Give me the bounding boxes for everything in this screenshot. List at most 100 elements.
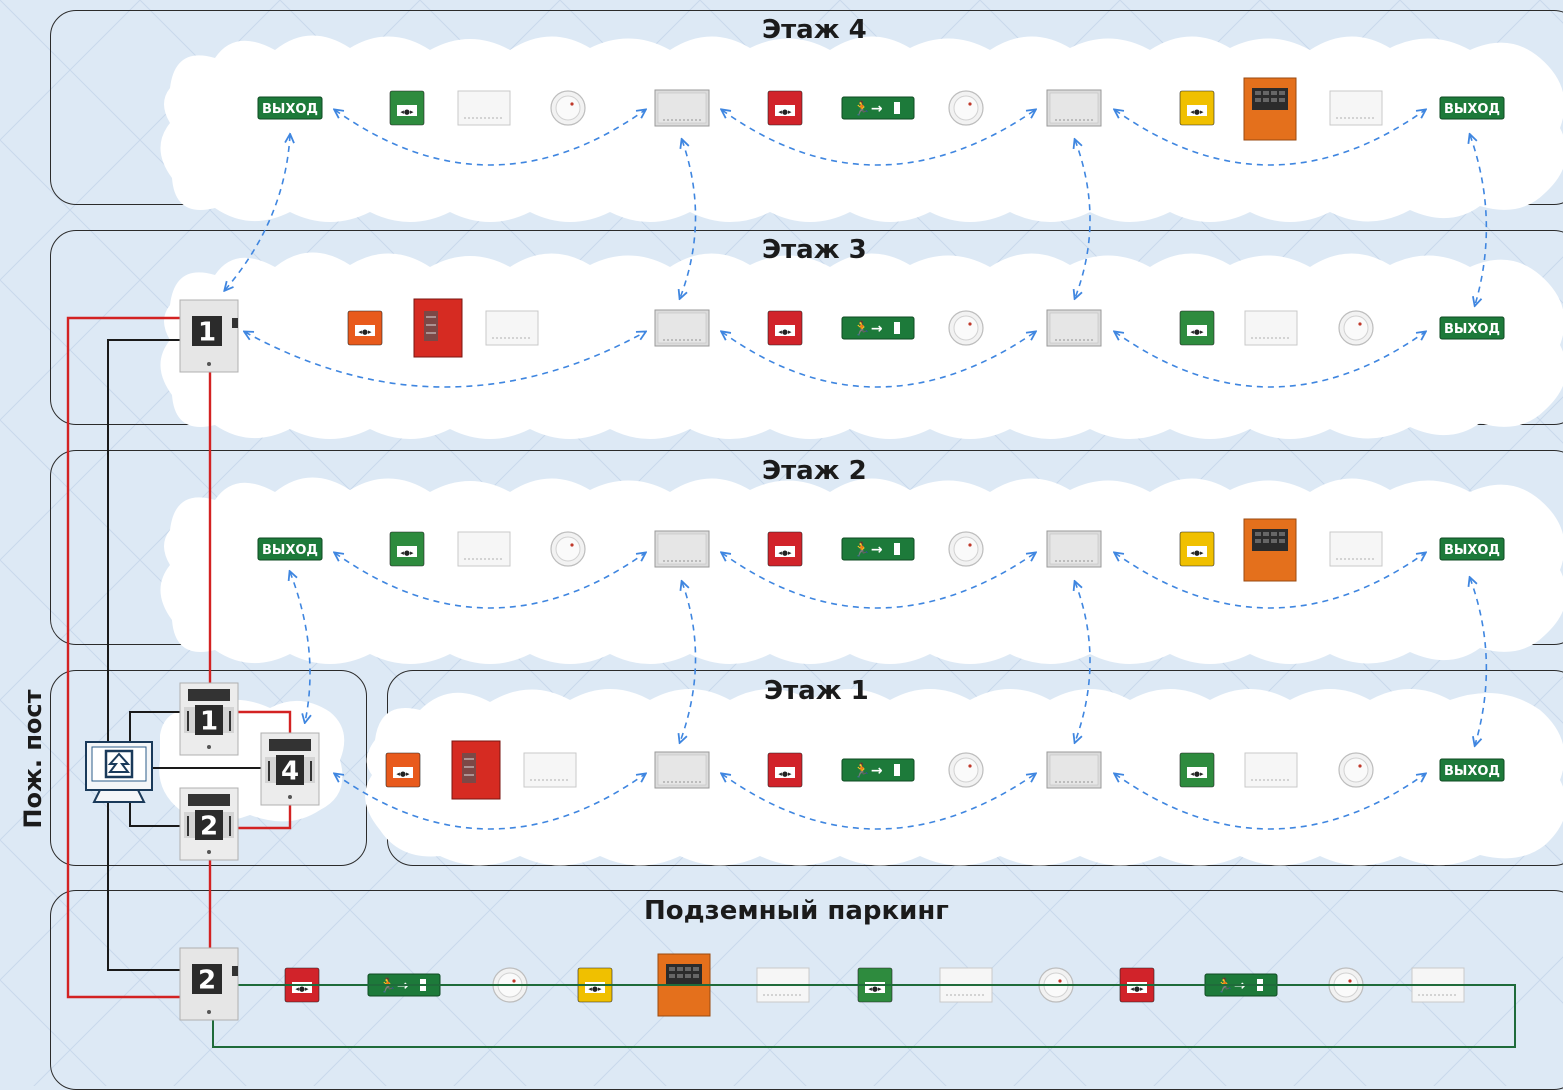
running-man-exit-icon bbox=[841, 96, 915, 120]
manual-call-point-icon bbox=[767, 752, 803, 788]
exit-sign-icon: ВЫХОД bbox=[1439, 758, 1505, 782]
exit-sign-text: ВЫХОД bbox=[262, 102, 318, 117]
running-man-exit-icon bbox=[841, 316, 915, 340]
wireless-link bbox=[335, 110, 645, 166]
wireless-link bbox=[335, 553, 645, 609]
smoke-detector-icon bbox=[948, 310, 984, 346]
control-panel-icon bbox=[1243, 77, 1297, 141]
floor-2-cloud bbox=[160, 477, 1563, 664]
fire-post-frame bbox=[50, 670, 367, 866]
manual-call-point-icon bbox=[389, 90, 425, 126]
svg-text:1: 1 bbox=[200, 706, 218, 736]
wireless-module-icon bbox=[457, 90, 511, 126]
manual-call-point-icon bbox=[767, 90, 803, 126]
black-network-line bbox=[107, 339, 180, 971]
wireless-link bbox=[1075, 140, 1091, 298]
parking-title: Подземный паркинг bbox=[644, 896, 949, 926]
smoke-detector-icon bbox=[1338, 752, 1374, 788]
control-panel-icon bbox=[1243, 518, 1297, 582]
control-panel-icon bbox=[413, 298, 463, 358]
wireless-link bbox=[722, 553, 1035, 609]
red-trunk-line bbox=[66, 316, 180, 999]
floor-1-title: Этаж 1 bbox=[764, 676, 869, 706]
wireless-link bbox=[245, 332, 645, 388]
black-network-line bbox=[129, 711, 182, 745]
wireless-module-icon bbox=[1244, 752, 1298, 788]
wireless-module-icon bbox=[1046, 530, 1102, 568]
floor-2-title: Этаж 2 bbox=[762, 456, 867, 486]
manual-call-point-icon bbox=[1179, 531, 1215, 567]
wireless-link bbox=[1115, 553, 1425, 609]
fire-panel-2 bbox=[179, 787, 239, 861]
manual-call-point-icon bbox=[389, 531, 425, 567]
exit-sign-text: ВЫХОД bbox=[1444, 543, 1500, 558]
exit-sign-icon: ВЫХОД bbox=[1439, 96, 1505, 120]
wireless-module-icon bbox=[523, 752, 577, 788]
wireless-module-icon bbox=[654, 751, 710, 789]
wireless-module-icon bbox=[1046, 89, 1102, 127]
manual-call-point-icon bbox=[767, 531, 803, 567]
svg-text:2: 2 bbox=[198, 965, 216, 995]
wireless-module-icon bbox=[485, 310, 539, 346]
exit-sign-icon: ВЫХОД bbox=[1439, 537, 1505, 561]
wireless-module-icon bbox=[1329, 531, 1383, 567]
wireless-link bbox=[680, 140, 697, 298]
computer-monitor-icon bbox=[85, 741, 153, 803]
exit-sign-icon: ВЫХОД bbox=[1439, 316, 1505, 340]
manual-call-point-icon bbox=[767, 310, 803, 346]
smoke-detector-icon bbox=[948, 531, 984, 567]
wireless-link bbox=[1115, 332, 1425, 388]
smoke-detector-icon bbox=[948, 90, 984, 126]
manual-call-point-icon bbox=[385, 752, 421, 788]
exit-sign-icon: ВЫХОД bbox=[257, 96, 323, 120]
svg-text:2: 2 bbox=[200, 811, 218, 841]
svg-text:4: 4 bbox=[281, 756, 299, 786]
exit-sign-text: ВЫХОД bbox=[1444, 322, 1500, 337]
wireless-link bbox=[335, 774, 645, 830]
wireless-module-icon bbox=[1046, 309, 1102, 347]
exit-sign-text: ВЫХОД bbox=[1444, 102, 1500, 117]
wireless-link bbox=[290, 572, 310, 722]
wireless-module-icon bbox=[654, 309, 710, 347]
floor-3-title: Этаж 3 bbox=[762, 235, 867, 265]
device-number-badge: 1 bbox=[195, 705, 223, 736]
floor-4-title: Этаж 4 bbox=[762, 15, 867, 45]
device-number-badge: 1 bbox=[192, 316, 222, 347]
wireless-link bbox=[1115, 774, 1425, 830]
red-link-line bbox=[236, 800, 292, 830]
smoke-detector-icon bbox=[550, 531, 586, 567]
wireless-link bbox=[722, 110, 1035, 166]
fire-post-label: Пож. пост bbox=[19, 689, 47, 829]
exit-sign-icon: ВЫХОД bbox=[257, 537, 323, 561]
wireless-link bbox=[1075, 582, 1091, 742]
manual-call-point-icon bbox=[1179, 90, 1215, 126]
parking-loop-line bbox=[212, 984, 1516, 1048]
device-number-badge: 2 bbox=[195, 810, 223, 841]
manual-call-point-icon bbox=[1179, 752, 1215, 788]
exit-sign-text: ВЫХОД bbox=[1444, 764, 1500, 779]
wireless-module-icon bbox=[457, 531, 511, 567]
floor-3-cloud bbox=[160, 252, 1563, 439]
wireless-module-icon bbox=[654, 89, 710, 127]
black-network-line bbox=[129, 795, 182, 827]
wireless-module-icon bbox=[654, 530, 710, 568]
exit-sign-text: ВЫХОД bbox=[262, 543, 318, 558]
svg-text:1: 1 bbox=[198, 317, 216, 347]
wireless-module-icon bbox=[1244, 310, 1298, 346]
manual-call-point-icon bbox=[1179, 310, 1215, 346]
wireless-link bbox=[722, 774, 1035, 830]
manual-call-point-icon bbox=[347, 310, 383, 346]
smoke-detector-icon bbox=[1338, 310, 1374, 346]
running-man-exit-icon bbox=[841, 537, 915, 561]
floor-4-cloud bbox=[160, 35, 1563, 223]
wireless-module-icon bbox=[1046, 751, 1102, 789]
device-number-badge: 2 bbox=[192, 964, 222, 995]
wireless-link bbox=[680, 582, 697, 742]
wireless-link bbox=[722, 332, 1035, 388]
smoke-detector-icon bbox=[948, 752, 984, 788]
wireless-link bbox=[1115, 110, 1425, 166]
fire-panel-4 bbox=[260, 732, 320, 806]
running-man-exit-icon bbox=[841, 758, 915, 782]
control-panel-icon bbox=[451, 740, 501, 800]
